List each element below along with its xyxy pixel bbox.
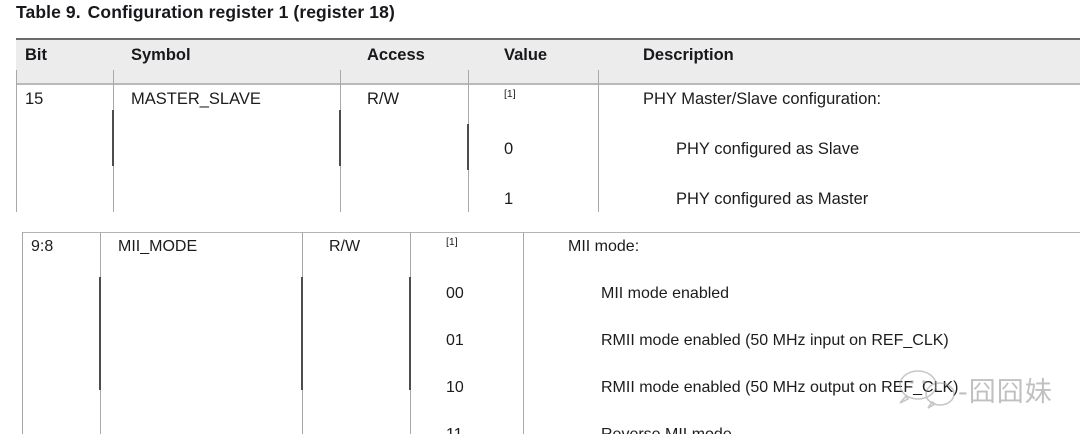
- table-row: 0 PHY configured as Slave: [16, 135, 1080, 185]
- cell-access: R/W: [367, 90, 400, 108]
- cell-symbol: MII_MODE: [109, 232, 320, 434]
- cell-description: MII mode:: [559, 232, 1080, 280]
- cell-description: PHY Master/Slave configuration:: [643, 90, 882, 108]
- cell-value: 1: [504, 190, 514, 208]
- cell-value: 10: [446, 379, 464, 396]
- table-row: 01 RMII mode enabled (50 MHz input on RE…: [22, 327, 1080, 374]
- cell-description: PHY configured as Master: [676, 190, 869, 208]
- cell-value: 11: [437, 421, 559, 434]
- grid-rule: [22, 232, 23, 434]
- cell-value-footnote: [1]: [495, 84, 634, 135]
- table-row: 00 MII mode enabled: [22, 280, 1080, 327]
- cell-value: 0: [504, 140, 514, 158]
- cell-description: PHY configured as Slave: [676, 140, 860, 158]
- configuration-register-table-2: 9:8 MII_MODE R/W [1] MII mode: 00 MII mo…: [22, 232, 1080, 434]
- table-row: 1 PHY configured as Master: [16, 185, 1080, 233]
- cell-symbol: MASTER_SLAVE: [131, 90, 261, 108]
- column-header-description: Description: [634, 38, 1080, 85]
- column-header-bit: Bit: [16, 38, 122, 85]
- grid-rule: [99, 277, 101, 390]
- column-header-symbol: Symbol: [122, 38, 358, 85]
- grid-rule: [16, 70, 17, 212]
- grid-rule: [598, 70, 599, 212]
- footnote-marker: [1]: [446, 236, 458, 248]
- cell-value: 01: [446, 332, 464, 349]
- table-row: 11 Reverse MII mode: [22, 421, 1080, 434]
- footnote-marker: [1]: [504, 88, 516, 100]
- cell-description: RMII mode enabled (50 MHz input on REF_C…: [601, 332, 949, 349]
- grid-rule: [409, 277, 411, 390]
- cell-description: Reverse MII mode: [559, 421, 1080, 434]
- table-caption: Table 9. Configuration register 1 (regist…: [16, 2, 395, 23]
- grid-rule: [339, 110, 341, 166]
- cell-value: 00: [446, 285, 464, 302]
- cell-access: R/W: [320, 232, 437, 434]
- cell-description: RMII mode enabled (50 MHz output on REF_…: [601, 379, 959, 396]
- column-header-value: Value: [495, 38, 634, 85]
- grid-rule: [467, 124, 469, 170]
- column-header-access: Access: [358, 38, 495, 85]
- cell-value-footnote: [1]: [437, 232, 559, 280]
- table-caption-number: Table 9.: [16, 2, 81, 22]
- configuration-register-table-1: Bit Symbol Access Value Description 15 M…: [16, 38, 1080, 233]
- cell-description: MII mode enabled: [601, 285, 730, 302]
- grid-rule: [523, 232, 524, 434]
- table-row: 9:8 MII_MODE R/W [1] MII mode:: [22, 232, 1080, 434]
- grid-rule: [301, 277, 303, 390]
- cell-bit: 9:8: [22, 232, 109, 434]
- table-row: 15 MASTER_SLAVE R/W [1] PHY Master/Slave…: [16, 84, 1080, 135]
- table-caption-title: Configuration register 1 (register 18): [87, 2, 395, 22]
- table-row: 10 RMII mode enabled (50 MHz output on R…: [22, 374, 1080, 421]
- grid-rule: [112, 110, 114, 166]
- cell-bit: 15: [25, 90, 44, 108]
- table-header-row: Bit Symbol Access Value Description: [16, 38, 1080, 85]
